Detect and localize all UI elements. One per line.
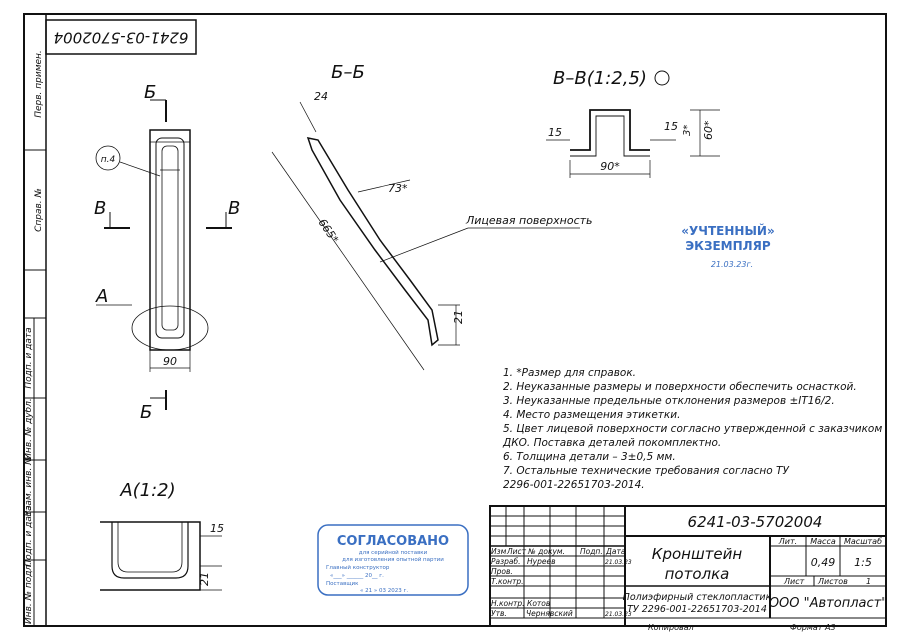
mark-b-bottom: Б	[140, 402, 152, 423]
detail-a-title: А(1:2)	[119, 480, 175, 501]
tb-h-list: Лист	[506, 547, 527, 556]
detail-a-view	[100, 521, 222, 591]
dim-665: 665*	[316, 216, 342, 246]
tb-r-tkontr: Т.контр.	[491, 577, 524, 586]
tb-utv-name: Чернявский	[526, 609, 573, 618]
tb-h-date: Дата	[605, 547, 626, 556]
tb-nkontr-name: Котов	[527, 599, 550, 608]
stamp-agreed-sub1: для серийной поставки	[359, 549, 428, 556]
tb-r-nkontr: Н.контр.	[491, 599, 525, 608]
stamp-copy-line1: «УЧТЕННЫЙ»	[681, 223, 774, 238]
tb-h-doc: № докум.	[527, 547, 565, 556]
dim-15-left: 15	[548, 126, 562, 139]
title-block	[489, 505, 887, 627]
dim-90: 90	[163, 355, 177, 368]
tb-h-sheet: Лист	[783, 577, 805, 586]
tb-org: ООО "Автопласт"	[769, 596, 887, 611]
section-v-view	[546, 70, 720, 178]
stamp-agreed-date-line: «___» ______ 20__ г.	[330, 573, 384, 579]
note-7: 7. Остальные технические требования согл…	[503, 465, 789, 477]
tb-h-massa: Масса	[810, 537, 836, 546]
strip-inv-dubl: Инв. № дубл.	[24, 398, 34, 460]
tb-sign-date1: 21.03.23	[605, 559, 632, 566]
stamp-agreed: СОГЛАСОВАНО для серийной поставки для из…	[317, 524, 469, 596]
stamp-copy-date: 21.03.23г.	[711, 260, 753, 269]
tb-format: Формат А3	[790, 623, 836, 632]
tb-h-podp: Подп.	[580, 547, 603, 556]
code-box-top	[45, 19, 197, 55]
dim-15-detail: 15	[210, 522, 224, 535]
stamp-agreed-sub2: для изготовления опытной партии	[342, 556, 444, 563]
code-top-rotated: 6241-03-5702004	[54, 29, 189, 47]
dim-15-right: 15	[664, 120, 678, 133]
tb-h-masshtab: Масштаб	[844, 537, 882, 546]
dim-21: 21	[452, 310, 465, 324]
note-2: 2. Неуказанные размеры и поверхности обе…	[503, 381, 857, 393]
tb-massa: 0,49	[811, 556, 836, 569]
tb-r-prov: Пров.	[491, 567, 513, 576]
mark-v-left: В	[94, 198, 106, 219]
face-surface-label: Лицевая поверхность	[465, 214, 593, 227]
outer-frame	[23, 13, 887, 627]
strip-prim: Перв. примен.	[34, 50, 44, 118]
front-view	[95, 99, 232, 410]
tb-name-1: Кронштейн	[652, 545, 743, 563]
dim-3: 3*	[682, 125, 693, 136]
left-strip: Перв. примен. Справ. № Подп. и дата Инв.…	[24, 50, 46, 626]
strip-podp1: Подп. и дата	[24, 327, 34, 388]
tb-r-utv: Утв.	[491, 609, 507, 618]
mark-a: А	[95, 286, 108, 307]
note-4: 4. Место размещения этикетки.	[503, 409, 680, 421]
tb-sheets: 1	[866, 577, 871, 586]
tb-h-sheets: Листов	[817, 577, 848, 586]
note-1: 1. *Размер для справок.	[503, 367, 636, 379]
stamp-agreed-sub3: Главный конструктор	[326, 564, 390, 571]
tb-name-2: потолка	[665, 565, 730, 583]
strip-podp2: Подп. и дата	[24, 505, 34, 566]
dim-90-star: 90*	[600, 160, 620, 173]
tb-material-2: ТУ 2296-001-22651703-2014	[627, 604, 767, 615]
tb-h-lit: Лит.	[778, 537, 797, 546]
mark-v-right: В	[228, 198, 240, 219]
stamp-agreed-supplier: Поставщик	[326, 581, 359, 587]
stamp-agreed-date2: « 21 » 03 2023 г.	[360, 588, 408, 594]
section-b-view	[271, 101, 580, 371]
note-3: 3. Неуказанные предельные отклонения раз…	[503, 395, 835, 407]
strip-vzam: Взам. инв. №	[24, 455, 34, 516]
section-v-title: В–В(1:2,5)	[553, 68, 647, 89]
stamp-agreed-title: СОГЛАСОВАНО	[337, 534, 449, 549]
notes-block: 1. *Размер для справок. 2. Неуказанные р…	[502, 367, 882, 491]
dim-21-detail: 21	[198, 572, 211, 586]
dim-73: 73*	[388, 182, 408, 195]
note-5b: ДКО. Поставка деталей покомплектно.	[502, 437, 721, 449]
tb-material-1: Полиэфирный стеклопластик	[623, 592, 772, 603]
note-7b: 2296-001-22651703-2014.	[503, 479, 645, 491]
tb-copied: Копировал	[648, 623, 694, 632]
tb-h-izm: Изм	[491, 547, 507, 556]
mark-b-top: Б	[144, 82, 156, 103]
tb-razrab-name: Нуреев	[527, 557, 556, 566]
strip-sprav: Справ. №	[34, 188, 44, 232]
pos-note: п.4	[101, 155, 116, 165]
stamp-copy-line2: ЭКЗЕМПЛЯР	[685, 239, 771, 253]
tb-code: 6241-03-5702004	[688, 513, 823, 531]
tb-r-razrab: Разраб.	[491, 557, 520, 566]
tb-masshtab: 1:5	[854, 556, 872, 569]
note-5: 5. Цвет лицевой поверхности согласно утв…	[503, 423, 882, 435]
dim-60: 60*	[702, 120, 715, 140]
section-b-title: Б–Б	[331, 62, 365, 83]
stamp-copy: «УЧТЕННЫЙ» ЭКЗЕМПЛЯР 21.03.23г.	[681, 223, 774, 269]
tb-sign-date2: 21.03.23	[605, 611, 632, 618]
dim-24: 24	[314, 90, 328, 103]
strip-inv-podl: Инв. № подл.	[24, 562, 34, 624]
note-6: 6. Толщина детали – 3±0,5 мм.	[503, 451, 676, 463]
